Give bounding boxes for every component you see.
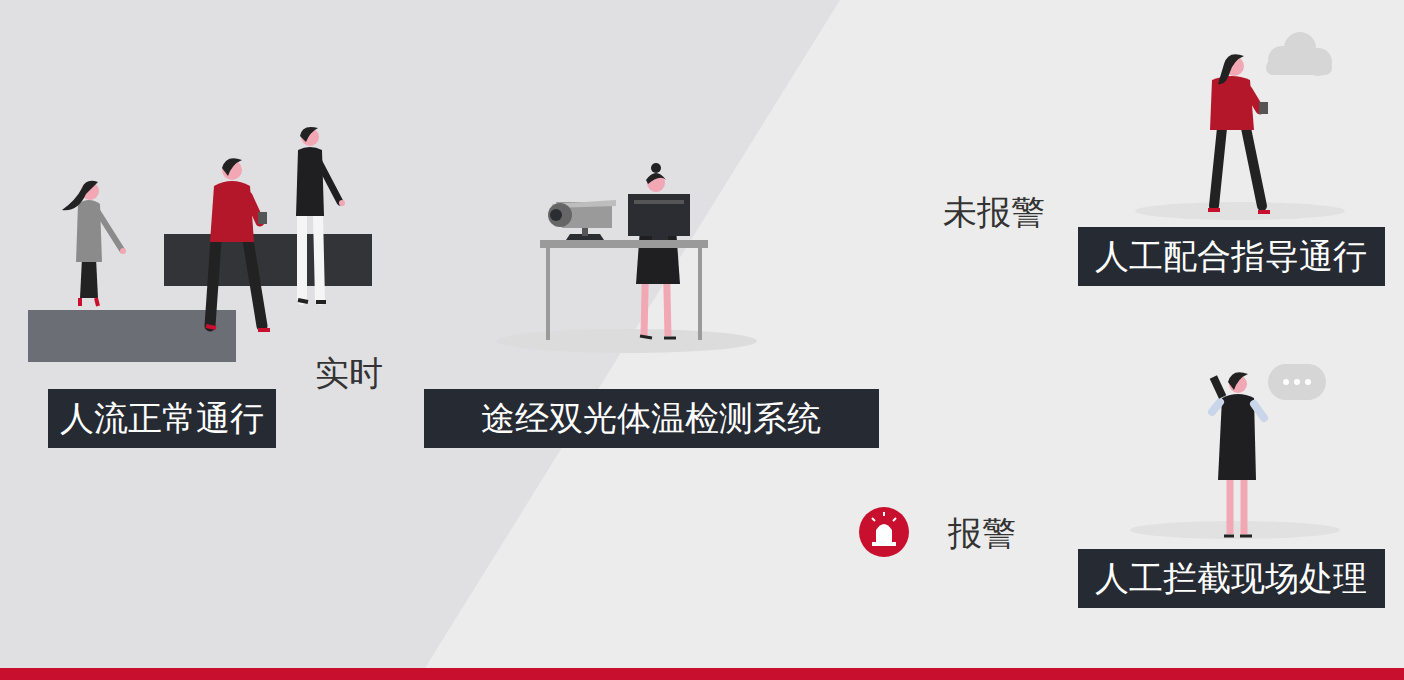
platforms-part xyxy=(28,310,236,362)
person-passing-part xyxy=(1248,90,1260,110)
detection-desk-part xyxy=(640,336,676,338)
detection-desk-part xyxy=(647,174,665,192)
person-red-sweater-part xyxy=(258,212,267,224)
person-red-sweater-part xyxy=(206,326,270,330)
person-passing xyxy=(1135,32,1345,220)
background-part xyxy=(0,668,1404,680)
person-passing-part xyxy=(1214,128,1262,206)
process-box: 人流正常通行 xyxy=(48,389,276,448)
person-grey-coat-part xyxy=(80,258,98,298)
staff-with-radio-part xyxy=(1305,379,1311,385)
staff-with-radio-part xyxy=(1228,372,1248,390)
person-grey-coat xyxy=(62,181,126,306)
staff-with-radio-part xyxy=(1130,521,1340,539)
person-passing-part xyxy=(1218,54,1244,84)
process-box: 人工配合指导通行 xyxy=(1078,227,1385,286)
person-red-sweater-part xyxy=(210,240,262,326)
box-text: 途经双光体温检测系统 xyxy=(481,398,821,439)
staff-with-radio-part xyxy=(1268,364,1326,400)
staff-with-radio-part xyxy=(1224,535,1252,538)
person-red-sweater-part xyxy=(222,158,242,176)
person-black-jacket-part xyxy=(318,160,340,202)
person-black-jacket-part xyxy=(300,127,318,142)
flow-label: 未报警 xyxy=(943,192,1045,233)
person-black-jacket xyxy=(296,127,345,302)
box-text: 人流正常通行 xyxy=(60,398,264,439)
flow-label: 报警 xyxy=(948,513,1016,554)
detection-desk-part xyxy=(646,173,666,184)
staff-with-radio-part xyxy=(1218,394,1256,480)
person-passing-part xyxy=(1266,32,1332,76)
detection-desk xyxy=(497,163,757,353)
staff-with-radio-part xyxy=(1283,379,1289,385)
detection-desk-part xyxy=(548,203,572,227)
alarm-icon-part xyxy=(859,507,909,557)
person-black-jacket-part xyxy=(339,200,345,206)
person-black-jacket-part xyxy=(302,214,320,300)
box-text: 人工拦截现场处理 xyxy=(1095,558,1367,599)
person-grey-coat-part xyxy=(62,181,98,210)
person-red-sweater-part xyxy=(210,181,254,242)
flow-label: 实时 xyxy=(315,353,383,394)
staff-with-radio-part xyxy=(1294,379,1300,385)
staff-with-radio xyxy=(1130,364,1340,539)
alarm-icon-part xyxy=(876,524,892,542)
person-passing-part xyxy=(1208,210,1270,212)
person-passing-part xyxy=(1266,60,1332,75)
person-black-jacket-part xyxy=(298,300,326,302)
platforms-part xyxy=(164,234,372,286)
staff-with-radio-part xyxy=(1230,474,1244,534)
person-red-sweater xyxy=(206,158,270,330)
person-grey-coat-part xyxy=(120,248,126,254)
alarm-icon-part xyxy=(872,542,896,546)
detection-desk-part xyxy=(548,248,700,340)
background-part xyxy=(0,0,840,668)
detection-desk-part xyxy=(651,163,661,173)
detection-desk-part xyxy=(497,329,757,353)
alarm-icon xyxy=(859,507,909,557)
alarm-icon-part xyxy=(872,512,896,521)
person-grey-coat-part xyxy=(80,298,98,306)
staff-with-radio-part xyxy=(1210,375,1227,398)
box-text: 人工配合指导通行 xyxy=(1095,236,1367,277)
process-box: 途经双光体温检测系统 xyxy=(424,389,879,448)
person-passing-part xyxy=(1210,76,1254,130)
person-passing-part xyxy=(1135,202,1345,220)
detection-desk-part xyxy=(550,209,562,221)
person-grey-coat-part xyxy=(98,212,122,250)
detection-desk-part xyxy=(634,200,684,204)
process-box: 人工拦截现场处理 xyxy=(1078,549,1385,608)
person-black-jacket-part xyxy=(301,128,319,146)
detection-desk-part xyxy=(652,216,668,240)
detection-desk-part xyxy=(540,240,708,248)
staff-with-radio-part xyxy=(1212,402,1264,418)
person-passing-part xyxy=(1259,102,1268,114)
